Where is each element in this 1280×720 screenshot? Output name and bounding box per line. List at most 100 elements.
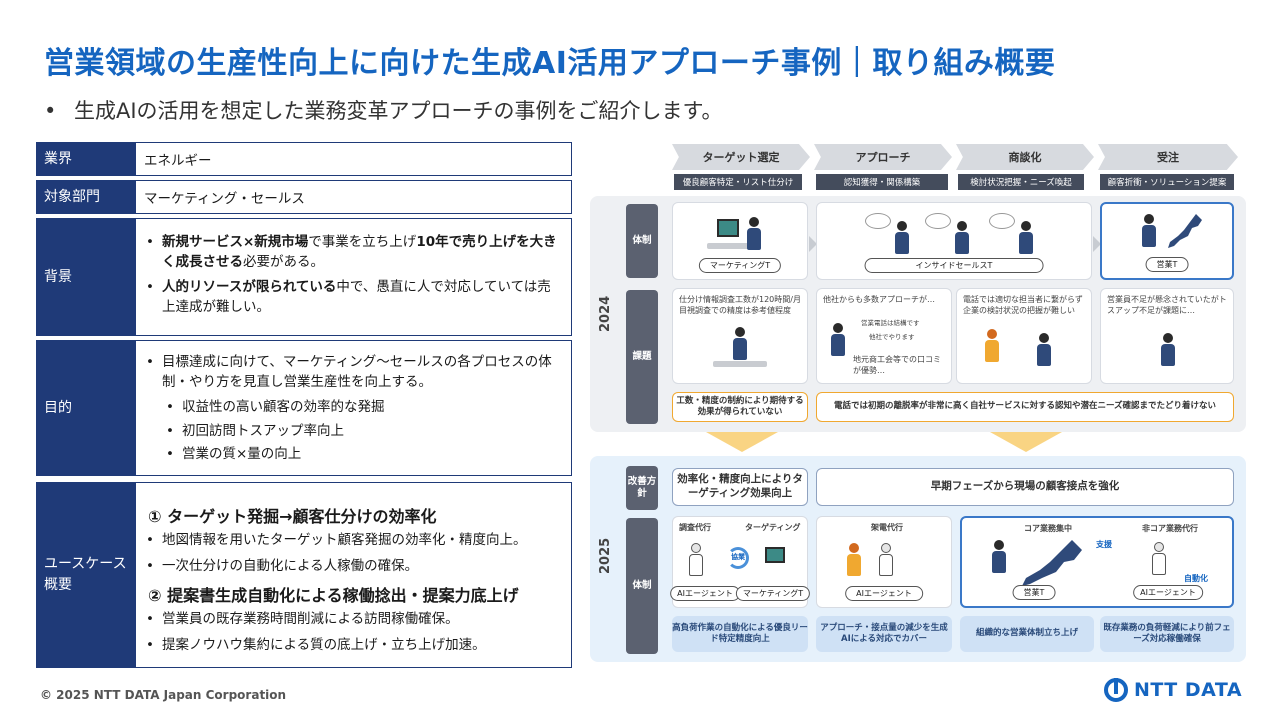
monitor-icon (765, 547, 785, 563)
purpose-sub-1: 収益性の高い顧客の効率的な発掘 (144, 398, 563, 418)
usecase-heading-2: ② 提案書生成自動化による稼働捻出・提案力底上げ (148, 586, 519, 606)
page-title: 営業領域の生産性向上に向けた生成AI活用アプローチ事例｜取り組み概要 (44, 46, 1056, 81)
issue-card-4: 営業員不足が懸念されていたがトスアップ不足が課題に… (1100, 288, 1234, 384)
ntt-logo-icon (1104, 678, 1128, 702)
policy-box-2: 早期フェーズから現場の顧客接点を強化 (816, 468, 1234, 506)
background-value: 新規サービス×新規市場で事業を立ち上げ10年で売り上げを大きく成長させる必要があ… (135, 219, 571, 335)
desk-illustration (713, 361, 767, 367)
desk-illustration (707, 243, 761, 249)
person-icon (955, 221, 969, 255)
robot-icon (1152, 542, 1166, 576)
person-icon (895, 221, 909, 255)
label-targeting: ターゲティング (745, 523, 801, 532)
card-marketing-2024: マーケティングT (672, 202, 808, 280)
pill-marketing: マーケティングT (698, 258, 782, 273)
industry-value: エネルギー (135, 143, 571, 175)
arrow-down-icon (990, 432, 1062, 452)
issue-bubble-3: 地元商工会等での口コミが優勢… (853, 355, 941, 375)
issue-summary-1: 工数・精度の制約により期待する効果が得られていない (672, 392, 808, 422)
card-insidesales-2024: インサイドセールスT (816, 202, 1092, 280)
phase-sub-order: 顧客折衝・ソリューション提案 (1100, 174, 1234, 190)
label-core: コア業務集中 (1024, 524, 1072, 533)
purpose-value: 目標達成に向けて、マーケティング～セールスの各プロセスの体制・やり方を見直し営業… (135, 341, 571, 475)
person-icon (1142, 214, 1156, 248)
label-shien: 支援 (1096, 540, 1112, 549)
background-label: 背景 (37, 219, 135, 335)
tag-taisei-2025: 体制 (626, 518, 658, 654)
pill-ai-2: AIエージェント (845, 586, 923, 601)
pill-sales: 営業T (1145, 257, 1189, 272)
issue-text-1: 仕分け情報調査工数が120時間/月目視調査での精度は参考値程度 (679, 295, 801, 315)
cycle-icon (727, 547, 749, 569)
usecase-1-item-1: 地図情報を用いたターゲット顧客発掘の効率化・精度向上。 (144, 531, 563, 551)
pill-ai-3: AIエージェント (1133, 585, 1203, 600)
purpose-sub-2: 初回訪問トスアップ率向上 (144, 422, 563, 442)
speech-bubble-icon (865, 213, 891, 229)
lead-text: •生成AIの活用を想定した業務変革アプローチの事例をご紹介します。 (44, 95, 722, 125)
pill-marketing-2025: マーケティングT (735, 586, 811, 601)
industry-row: 業界 エネルギー (36, 142, 572, 176)
bullet-icon: • (44, 99, 57, 123)
dept-value: マーケティング・セールス (135, 181, 571, 213)
background-item-1: 新規サービス×新規市場で事業を立ち上げ10年で売り上げを大きく成長させる必要があ… (144, 233, 563, 272)
issue-card-1: 仕分け情報調査工数が120時間/月目視調査での精度は参考値程度 (672, 288, 808, 384)
background-row: 背景 新規サービス×新規市場で事業を立ち上げ10年で売り上げを大きく成長させる必… (36, 218, 572, 336)
label-kyocho: 協業 (731, 553, 745, 561)
speech-bubble-icon (925, 213, 951, 229)
phase-sub-approach: 認知獲得・関係構築 (816, 174, 948, 190)
speech-bubble-icon (989, 213, 1015, 229)
result-2: アプローチ・接点量の減少を生成AIによる対応でカバー (816, 616, 952, 652)
year-2025: 2025 (598, 537, 613, 574)
person-icon (1161, 333, 1175, 367)
result-1: 高負荷作業の自動化による優良リード特定精度向上 (672, 616, 808, 652)
pill-insidesales: インサイドセールスT (864, 258, 1044, 273)
issue-text-4: 営業員不足が懸念されていたがトスアップ不足が課題に… (1107, 295, 1227, 315)
card-sales-2024: 営業T (1100, 202, 1234, 280)
issue-card-3: 電話では適切な担当者に繋がらず企業の検討状況の把握が難しい (956, 288, 1092, 384)
person-icon (992, 540, 1006, 574)
label-chosa: 調査代行 (679, 523, 711, 532)
monitor-icon (717, 219, 739, 237)
issue-bubble-1: 営業電話は結構です (861, 319, 920, 327)
phase-order: 受注 (1098, 144, 1238, 170)
copyright: © 2025 NTT DATA Japan Corporation (40, 688, 287, 702)
usecase-2-item-2: 提案ノウハウ集約による質の底上げ・立ち上げ加速。 (144, 636, 563, 656)
phase-approach: アプローチ (814, 144, 952, 170)
industry-label: 業界 (37, 143, 135, 175)
logo-text: NTT DATA (1134, 679, 1243, 701)
process-figure: ターゲット選定 アプローチ 商談化 受注 優良顧客特定・リスト仕分け 認知獲得・… (588, 140, 1250, 668)
tag-kadai: 課題 (626, 290, 658, 424)
person-icon (985, 329, 999, 363)
person-icon (1037, 333, 1051, 367)
japan-map-icon (1168, 214, 1202, 248)
result-4: 既存業務の負荷軽減により前フェーズ対応稼働確保 (1100, 616, 1234, 652)
robot-icon (689, 543, 703, 577)
issue-card-2: 他社からも多数アプローチが… 営業電話は結構です 他社でやります 地元商工会等で… (816, 288, 952, 384)
issue-text-3: 電話では適切な担当者に繋がらず企業の検討状況の把握が難しい (963, 295, 1083, 315)
tag-taisei-2024: 体制 (626, 204, 658, 278)
dept-row: 対象部門 マーケティング・セールス (36, 180, 572, 214)
person-icon (1019, 221, 1033, 255)
usecase-2-item-1: 営業員の既存業務時間削減による訪問稼働確保。 (144, 610, 563, 630)
arrow-right-icon (809, 236, 817, 252)
purpose-main: 目標達成に向けて、マーケティング～セールスの各プロセスの体制・やり方を見直し営業… (144, 353, 563, 392)
phase-sub-target: 優良顧客特定・リスト仕分け (674, 174, 802, 190)
card-core-2025: コア業務集中 非コア業務代行 支援 自動化 営業T AIエージェント (960, 516, 1234, 608)
person-icon (747, 217, 761, 251)
phase-target: ターゲット選定 (672, 144, 810, 170)
arrow-right-icon (1093, 236, 1101, 252)
policy-box-1: 効率化・精度向上によりターゲティング効果向上 (672, 468, 808, 506)
usecase-heading-1: ① ターゲット発掘→顧客仕分けの効率化 (148, 507, 437, 526)
issue-bubble-2: 他社でやります (869, 333, 915, 341)
usecase-1-item-2: 一次仕分けの自動化による人稼働の確保。 (144, 557, 563, 577)
usecase-label: ユースケース概要 (37, 483, 135, 667)
person-icon (733, 327, 747, 361)
year-2024: 2024 (598, 295, 613, 332)
phase-sub-deal: 検討状況把握・ニーズ喚起 (958, 174, 1084, 190)
pill-sales-2025: 営業T (1012, 585, 1056, 600)
label-kaden: 架電代行 (871, 523, 903, 532)
card-targeting-2025: 調査代行 ターゲティング 協業 AIエージェント マーケティングT (670, 516, 811, 608)
result-3: 組織的な営業体制立ち上げ (960, 616, 1094, 652)
purpose-row: 目的 目標達成に向けて、マーケティング～セールスの各プロセスの体制・やり方を見直… (36, 340, 572, 476)
person-icon (847, 543, 861, 577)
